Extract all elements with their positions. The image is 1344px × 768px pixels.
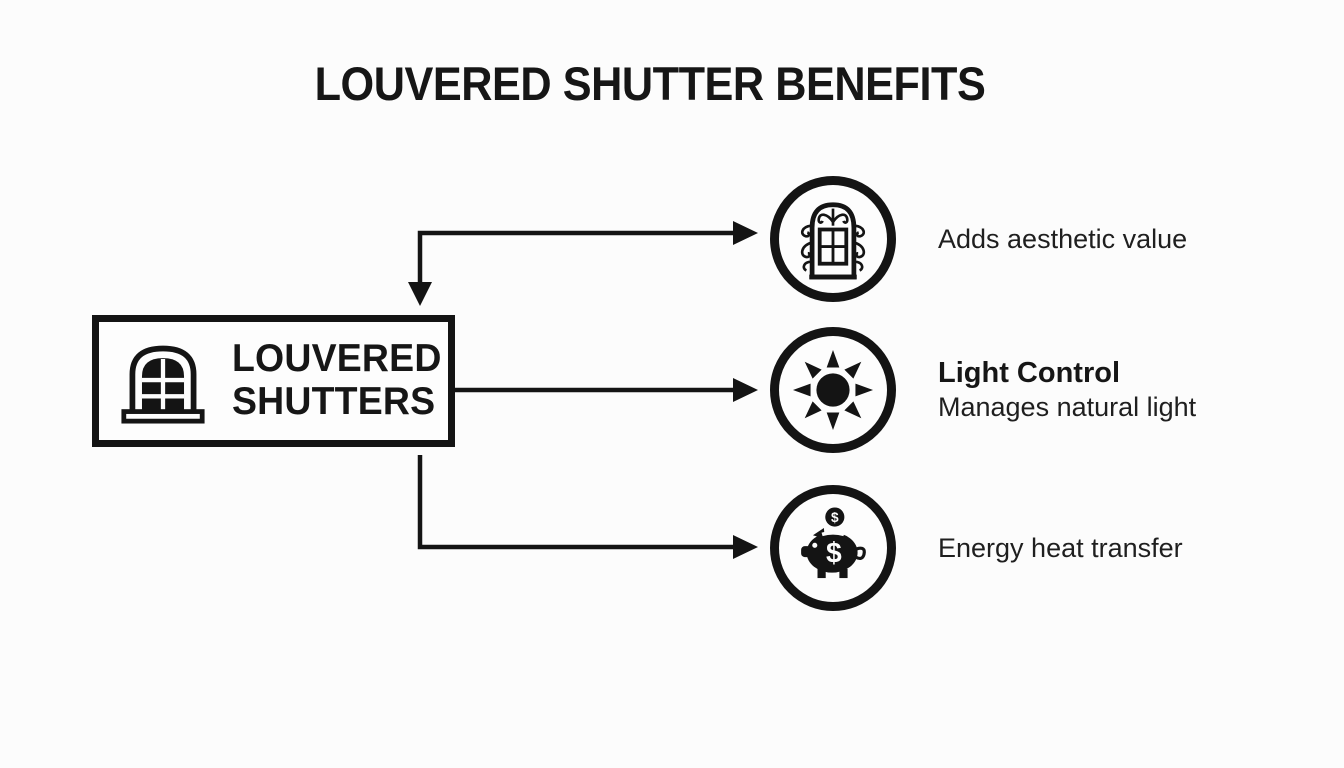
benefit-description: Adds aesthetic value (938, 223, 1188, 254)
source-label-line1: LOUVERED (232, 337, 442, 381)
source-label-line2: SHUTTERS (232, 380, 436, 423)
benefit-description: Manages natural light (938, 392, 1197, 423)
arched-window-icon (120, 336, 206, 426)
ornate-window-icon (795, 193, 871, 285)
arrowhead-right-middle (733, 378, 758, 402)
benefit-text: Light Control Manages natural light (938, 356, 1196, 424)
benefit-circle: $ $ (770, 485, 896, 611)
benefit-title: Light Control (938, 356, 1121, 389)
benefit-row-energy: $ $ Energy heat transfer (770, 485, 1183, 611)
svg-text:$: $ (831, 510, 839, 525)
svg-text:$: $ (826, 537, 842, 569)
benefit-text: Energy heat transfer (938, 532, 1183, 565)
sun-icon (792, 349, 874, 431)
connector-bottom (417, 455, 736, 550)
benefit-circle (770, 327, 896, 453)
benefit-circle (770, 176, 896, 302)
benefit-row-aesthetic: Adds aesthetic value (770, 176, 1187, 302)
benefit-row-light-control: Light Control Manages natural light (770, 327, 1196, 453)
connector-top (417, 230, 736, 283)
piggy-bank-icon: $ $ (792, 504, 874, 592)
benefit-description: Energy heat transfer (938, 532, 1183, 563)
louvered-shutters-box: LOUVERED SHUTTERS (92, 315, 455, 447)
source-box-label: LOUVERED SHUTTERS (232, 337, 442, 424)
page-title: LOUVERED SHUTTER BENEFITS (314, 57, 986, 110)
benefit-text: Adds aesthetic value (938, 223, 1187, 256)
arrowhead-down-to-box (408, 282, 432, 306)
arrowhead-right-top (733, 221, 758, 245)
arrowhead-right-bottom (733, 535, 758, 559)
